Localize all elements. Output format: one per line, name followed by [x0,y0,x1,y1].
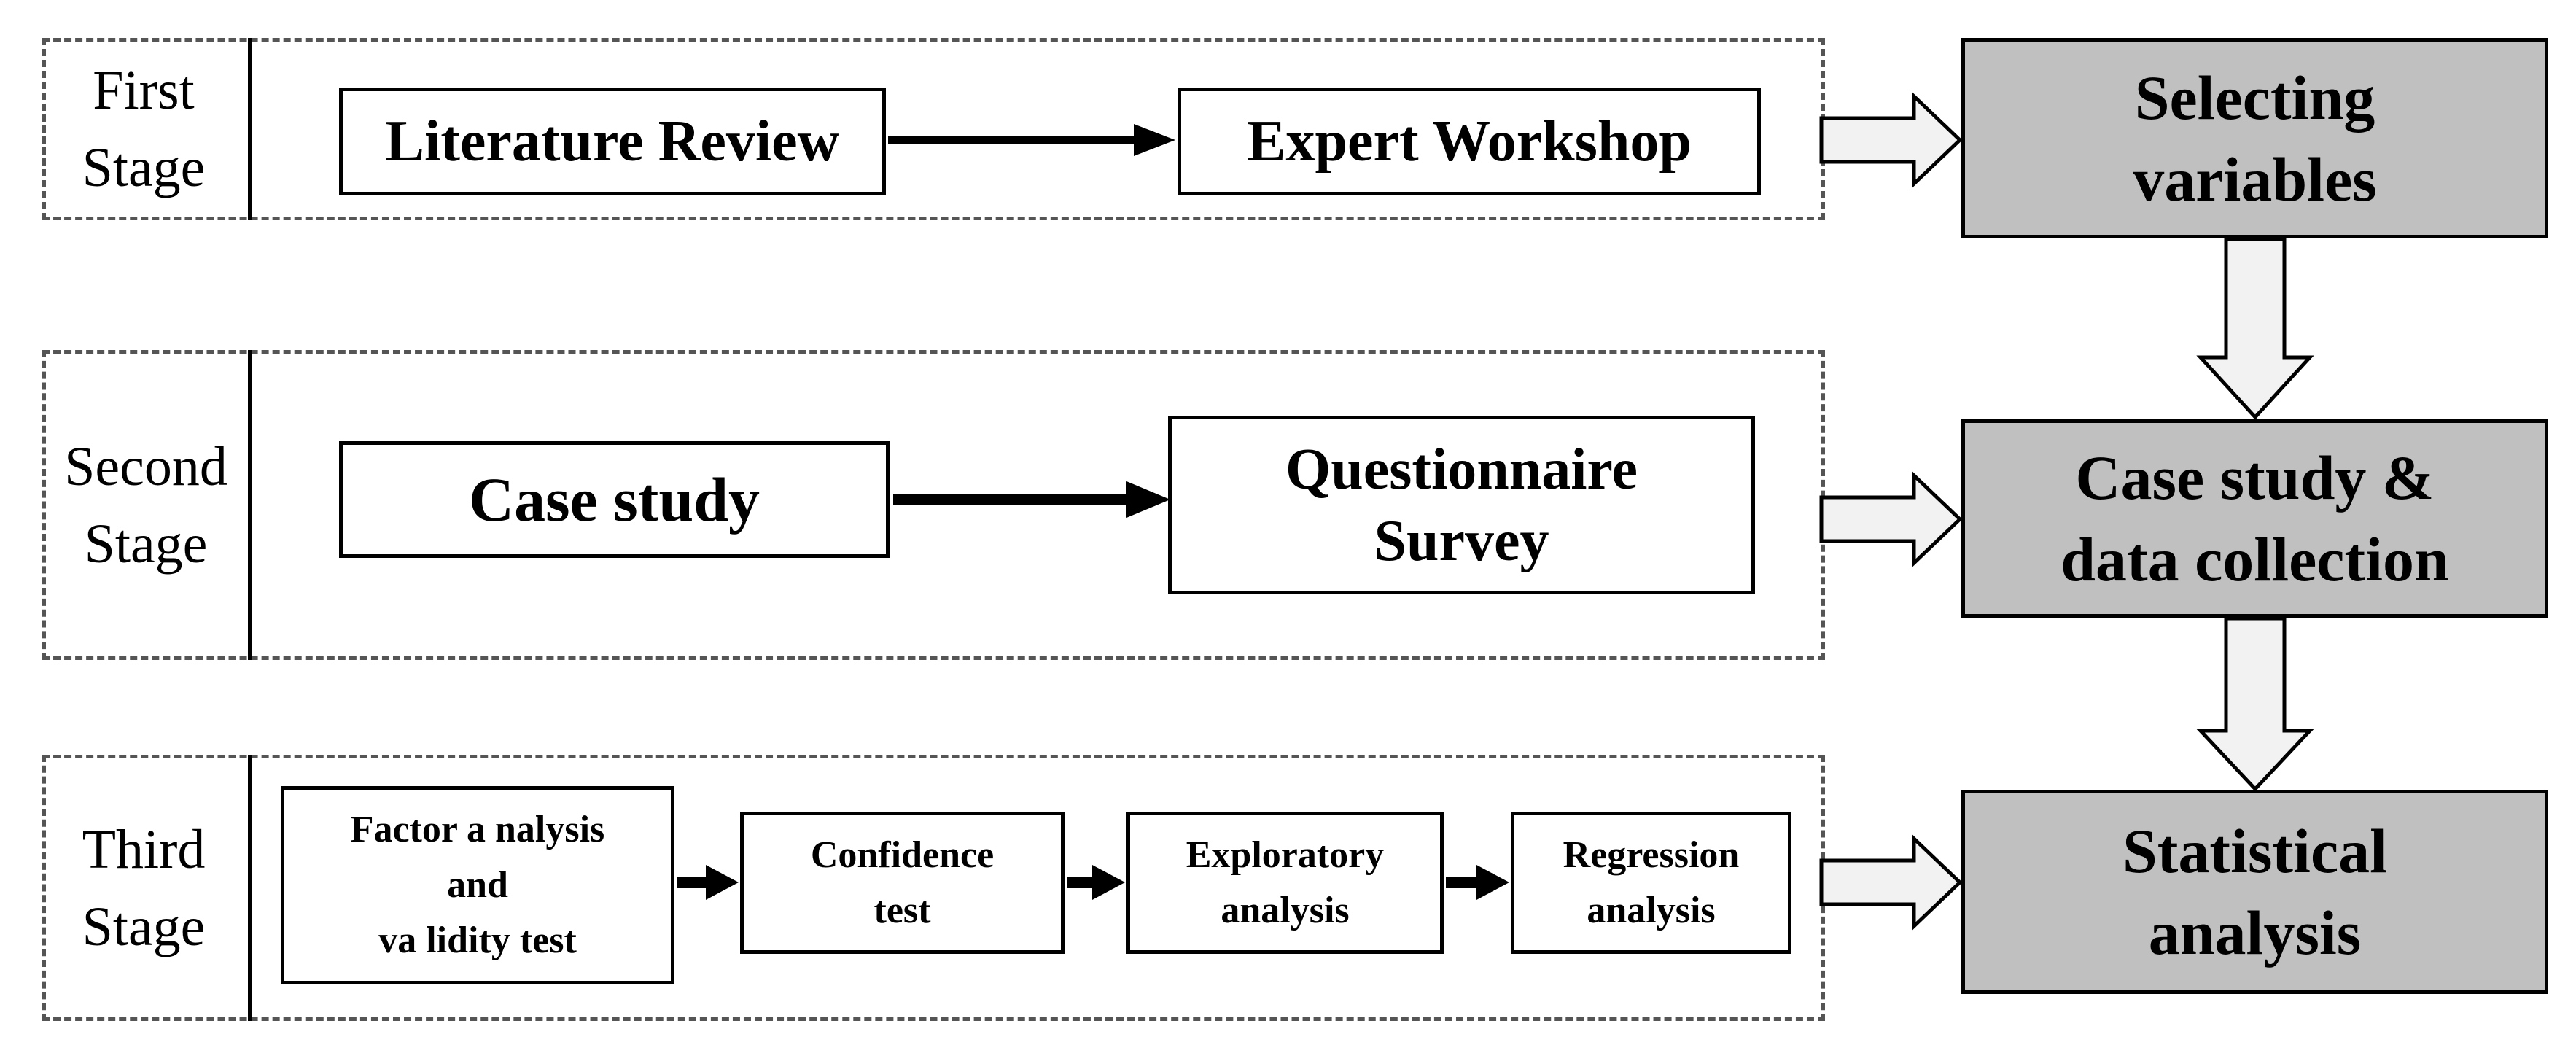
hollow-arrow-stage-1-to-results [1819,92,1963,188]
exploratory-analysis-line-1: Exploratory [1186,834,1385,876]
factor-analysis-box: Factor a nalysis and va lidity test [281,786,674,984]
exploratory-analysis-line-2: analysis [1221,889,1350,931]
stage-2-label-line-1: Second [64,435,227,497]
case-study-data-collection-box: Case study & data collection [1961,419,2548,618]
case-study-data-collection-line-2: data collection [2061,524,2449,594]
arrow-confidence-to-exploratory [1067,865,1125,900]
hollow-arrow-casestudy-to-statistical [2196,616,2314,792]
statistical-analysis-line-2: analysis [2148,898,2362,968]
arrow-casestudy-to-questionnaire [893,481,1170,518]
confidence-test-box: Confidence test [740,812,1065,954]
stage-1-label: First Stage [45,41,242,217]
literature-review-text: Literature Review [385,109,840,174]
selecting-variables-box: Selecting variables [1961,38,2548,238]
statistical-analysis-box: Statistical analysis [1961,790,2548,994]
hollow-arrow-stage-3-to-results [1819,834,1963,931]
survey-text: Survey [1374,508,1549,573]
questionnaire-survey-box: Questionnaire Survey [1168,416,1755,594]
stage-1-label-line-1: First [93,60,195,121]
statistical-analysis-line-1: Statistical [2122,816,2388,886]
hollow-arrow-selecting-to-casestudy [2196,237,2314,420]
selecting-variables-line-2: variables [2133,144,2377,214]
stage-2-label-line-2: Stage [84,513,208,575]
stage-1-divider [248,38,252,220]
stage-3-label: Third Stage [45,758,242,1018]
hollow-arrow-stage-2-to-results [1819,471,1963,567]
case-study-data-collection-line-1: Case study & [2075,443,2435,513]
selecting-variables-line-1: Selecting [2134,62,2375,133]
arrow-exploratory-to-regression [1446,865,1509,900]
stage-3-divider [248,755,252,1021]
regression-analysis-line-2: analysis [1587,889,1716,931]
regression-analysis-box: Regression analysis [1511,812,1791,954]
confidence-test-line-1: Confidence [810,834,995,876]
regression-analysis-line-1: Regression [1563,834,1740,876]
stage-1-label-line-2: Stage [82,137,206,198]
expert-workshop-text: Expert Workshop [1247,109,1692,174]
factor-analysis-line-2: and [447,864,508,906]
stage-3-label-line-2: Stage [82,896,206,957]
factor-analysis-line-3: va lidity test [378,920,577,961]
stage-2-divider [248,350,252,660]
case-study-text: Case study [468,465,760,535]
confidence-test-line-2: test [873,889,931,931]
factor-analysis-line-1: Factor a nalysis [350,809,605,850]
questionnaire-text: Questionnaire [1285,437,1638,502]
stage-3-label-line-1: Third [82,818,206,880]
arrow-literature-to-workshop [888,124,1175,156]
expert-workshop-box: Expert Workshop [1178,88,1761,195]
arrow-factor-to-confidence [677,865,739,900]
exploratory-analysis-box: Exploratory analysis [1126,812,1444,954]
literature-review-box: Literature Review [339,88,886,195]
case-study-box: Case study [339,441,890,558]
stage-2-label: Second Stage [45,353,246,657]
